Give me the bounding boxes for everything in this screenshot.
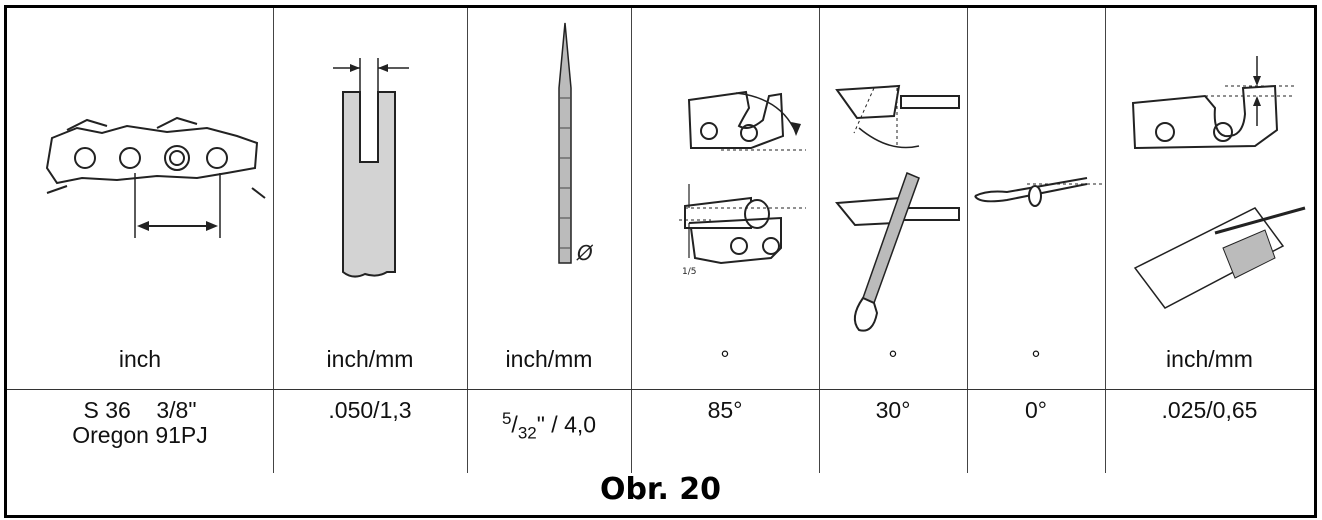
col-depth-gauge [1105, 8, 1315, 473]
round-file-diameter-diagram: Ø [467, 8, 631, 338]
drive-link-gauge-diagram [273, 8, 467, 338]
file-holder-angle-diagram [967, 8, 1105, 338]
unit-label-pitch: inch [118, 346, 162, 372]
col-gauge [273, 8, 468, 473]
depth-gauge-diagram [1105, 8, 1314, 338]
value-pitch: S 36 3/8" Oregon 91PJ [7, 398, 273, 448]
value-top-plate: 85° [707, 397, 743, 423]
col-holder-angle [967, 8, 1106, 473]
chain-spec-table: Ø 1/5 [7, 8, 1314, 473]
col-top-plate-angle [631, 8, 820, 473]
value-holder: 0° [1025, 397, 1047, 423]
value-file-denominator: 32 [517, 423, 537, 443]
table-divider [7, 389, 1314, 390]
unit-label-holder: ° [1031, 346, 1041, 372]
col-file [467, 8, 632, 473]
unit-label-gauge: inch/mm [326, 346, 414, 372]
value-pitch-line2: Oregon 91PJ [72, 422, 208, 448]
unit-label-depth: inch/mm [1166, 346, 1253, 372]
figure-caption: Obr. 20 [599, 472, 722, 507]
chain-pitch-diagram [7, 8, 273, 338]
value-file: 5/32" / 4,0 [501, 409, 597, 443]
top-plate-angle-diagram: 1/5 [631, 8, 819, 338]
value-pitch-line1: S 36 3/8" [83, 397, 197, 423]
value-filing: 30° [875, 397, 911, 423]
value-gauge: .050/1,3 [328, 397, 412, 423]
filing-angle-diagram [819, 8, 967, 338]
col-filing-angle [819, 8, 968, 473]
value-file-numerator: 5 [501, 409, 512, 428]
unit-label-top-plate: ° [720, 346, 730, 372]
value-file-rest: " / 4,0 [536, 411, 597, 438]
fraction-label: 1/5 [682, 267, 696, 277]
diameter-symbol: Ø [576, 241, 594, 265]
unit-label-filing: ° [888, 346, 898, 372]
figure-frame: Ø 1/5 [4, 5, 1317, 518]
unit-label-file: inch/mm [505, 346, 593, 372]
value-depth: .025/0,65 [1161, 397, 1258, 423]
